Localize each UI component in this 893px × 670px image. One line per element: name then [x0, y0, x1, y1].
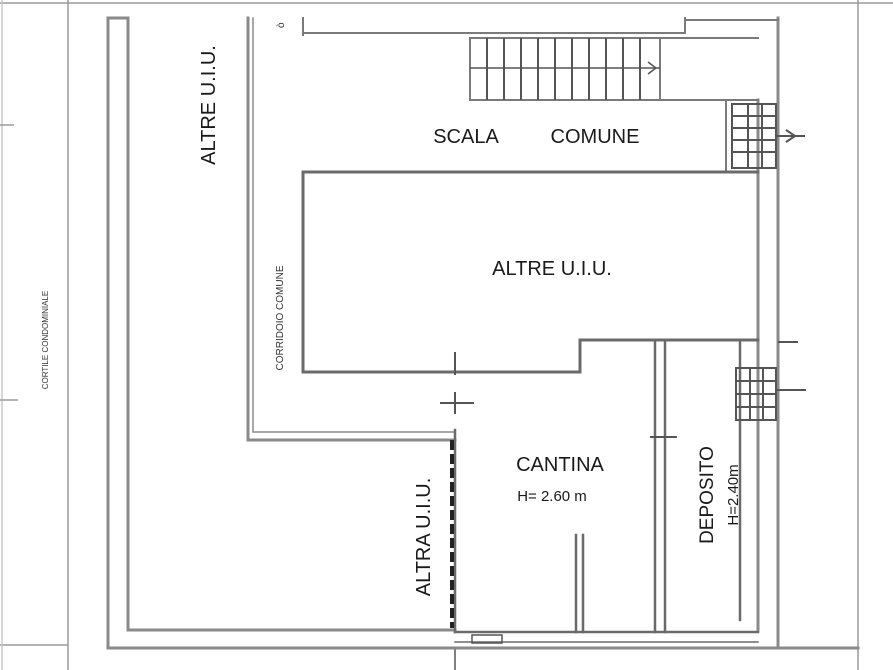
label-altre-uiu-left: ALTRE U.I.U.: [198, 45, 220, 165]
outer-boundary: [106, 16, 860, 650]
label-altra-uiu: ALTRA U.I.U.: [413, 478, 435, 597]
label-deposito-height: H=2.40m: [725, 464, 742, 525]
label-corridoio-comune: CORRIDOIO COMUNE: [275, 265, 286, 370]
label-deposito: DEPOSITO: [697, 446, 718, 544]
corridor-walls: [246, 16, 457, 442]
label-altre-uiu-center: ALTRE U.I.U.: [492, 258, 612, 280]
label-cantina-height: H= 2.60 m: [517, 488, 587, 505]
courtyard-label: CORTILE CONDOMINIALE: [41, 291, 50, 390]
label-scala: SCALA: [433, 126, 499, 148]
stair-treads: [470, 38, 660, 100]
label-comune: COMUNE: [551, 126, 640, 148]
label-cantina: CANTINA: [516, 454, 604, 476]
cantina-walls: [453, 340, 760, 643]
deposito-stair: [735, 341, 806, 421]
door-marks: [440, 352, 677, 644]
corner-marker: ò: [276, 22, 287, 28]
central-units-block: [301, 170, 760, 374]
side-stair-treads: [731, 103, 805, 169]
stair-block: [302, 17, 779, 171]
